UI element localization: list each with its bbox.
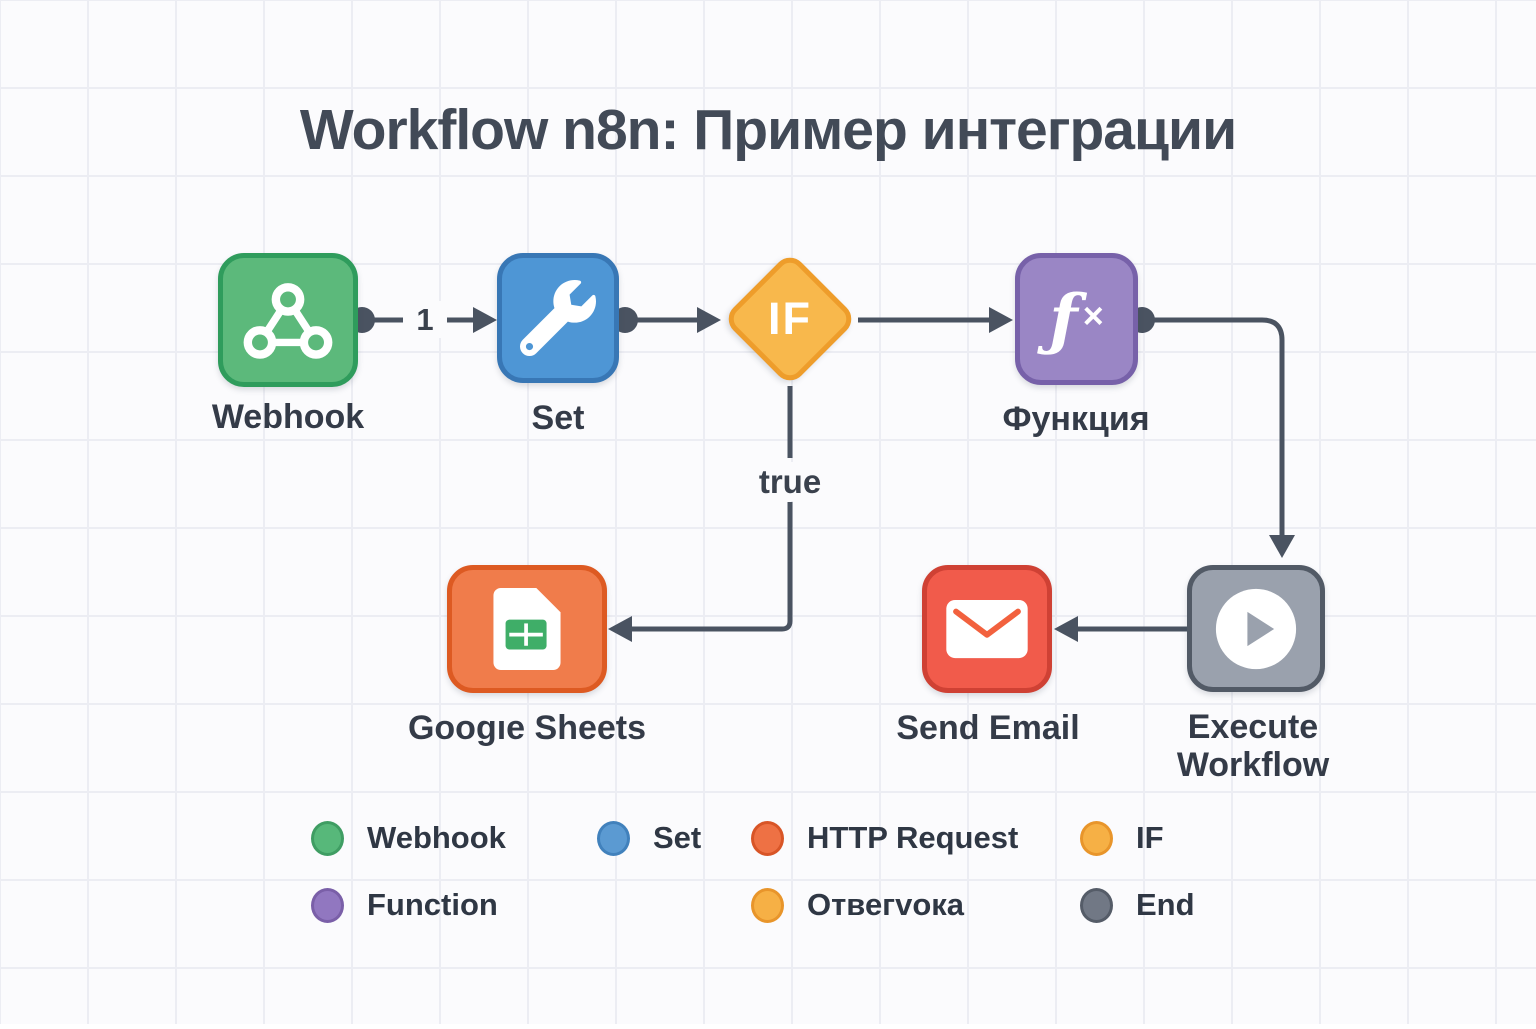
legend-label-function: Function (367, 887, 498, 922)
node-label-set: Set (531, 399, 585, 437)
node-function[interactable]: ƒ× (1015, 253, 1138, 385)
legend-label-http-request: HTTP Request (807, 820, 1019, 855)
legend-item-if: IF (1080, 818, 1164, 858)
legend-dot-otvegvoka (751, 887, 784, 923)
node-label-webhook: Webhook (211, 398, 365, 436)
legend-label-webhook: Webhook (367, 820, 506, 855)
wrench-icon (520, 280, 596, 356)
if-node-text: IF (768, 293, 812, 344)
legend-dot-webhook (311, 820, 344, 856)
legend-dot-function (311, 887, 344, 923)
legend-item-function: Function (311, 885, 498, 925)
node-label-google-sheets: Googıe Sheets (407, 709, 647, 747)
node-label-send-email: Send Email (896, 709, 1080, 747)
arrowhead-into-email (1054, 616, 1078, 642)
edge-label-true: true (750, 462, 830, 501)
legend-label-otvegvoka: Отвегvока (807, 887, 965, 922)
arrowhead-into-if (697, 307, 721, 333)
node-google-sheets[interactable] (447, 565, 607, 693)
legend-label-if: IF (1136, 820, 1164, 855)
legend-item-http-request: HTTP Request (751, 818, 1018, 858)
legend-label-end: End (1136, 887, 1195, 922)
node-webhook[interactable] (218, 253, 358, 387)
legend-label-set: Set (653, 820, 702, 855)
arrowhead-into-execute (1269, 535, 1295, 558)
page-title: Workflow n8n: Пример интеграции (299, 98, 1237, 162)
node-if[interactable]: IF (722, 251, 858, 387)
node-execute-workflow[interactable] (1187, 565, 1325, 692)
envelope-icon (946, 599, 1028, 659)
legend-item-set: Set (597, 818, 701, 858)
node-label-execute-workflow: Execute Workflow (1176, 708, 1330, 785)
legend-item-otvegvoka: Отвегvока (751, 885, 964, 925)
arrowhead-into-sheets (608, 616, 632, 642)
arrowhead-into-function (989, 307, 1013, 333)
edge-label-count: 1 (403, 301, 447, 338)
play-icon (1215, 588, 1297, 669)
legend-dot-end (1080, 887, 1113, 923)
arrowhead-into-set (473, 307, 497, 333)
node-set[interactable] (497, 253, 619, 383)
legend-dot-if (1080, 820, 1113, 856)
spreadsheet-icon (493, 588, 561, 670)
legend-dot-http-request (751, 820, 784, 856)
webhook-icon (243, 283, 333, 359)
legend-item-end: End (1080, 885, 1195, 925)
legend-dot-set (597, 820, 630, 856)
legend-item-webhook: Webhook (311, 818, 506, 858)
node-send-email[interactable] (922, 565, 1052, 693)
function-fx-icon: ƒ× (1049, 280, 1104, 358)
node-label-function: Функция (1002, 400, 1150, 438)
